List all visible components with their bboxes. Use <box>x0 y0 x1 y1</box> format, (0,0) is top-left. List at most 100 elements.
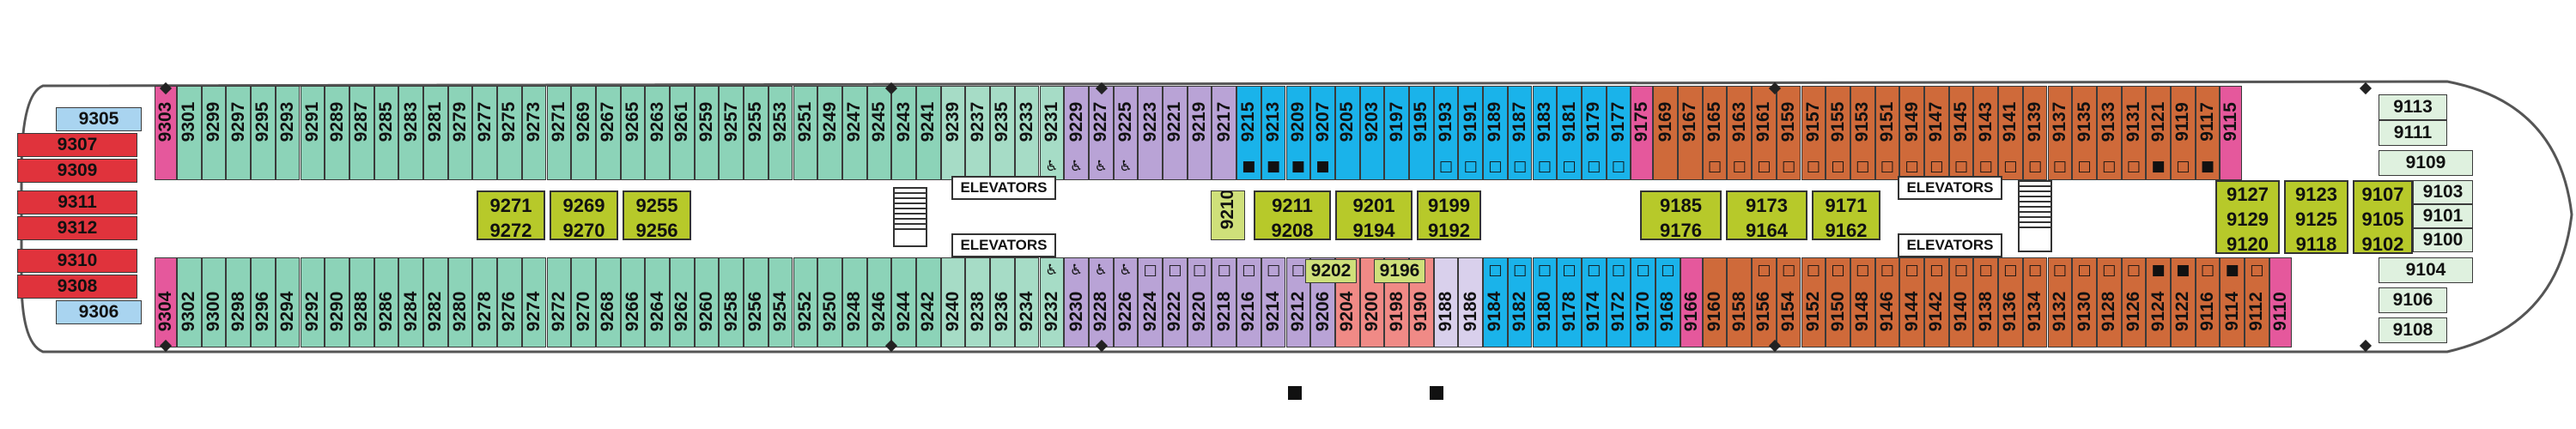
cabin-9255[interactable]: 9255 <box>744 86 769 180</box>
cabin-9115[interactable]: 9115 <box>2220 86 2243 180</box>
cabin-9170[interactable]: 9170□ <box>1631 257 1656 347</box>
cabin-9178[interactable]: 9178□ <box>1557 257 1582 347</box>
cabin-9112[interactable]: 9112□ <box>2245 257 2269 347</box>
cabin-9309[interactable]: 9309 <box>17 159 137 183</box>
cabin-9268[interactable]: 9268 <box>595 257 621 347</box>
cabin-9288[interactable]: 9288 <box>349 257 374 347</box>
cabin-9297[interactable]: 9297 <box>226 86 252 180</box>
cabin-9294[interactable]: 9294 <box>275 257 301 347</box>
cabin-9136[interactable]: 9136□ <box>1998 257 2023 347</box>
cabin-9203[interactable]: 9203 <box>1359 86 1385 180</box>
cabin-9179[interactable]: 9179□ <box>1581 86 1607 180</box>
cabin-9279[interactable]: 9279 <box>447 86 473 180</box>
cabin-9100[interactable]: 9100 <box>2413 228 2473 252</box>
cabin-9256[interactable]: 9256 <box>744 257 769 347</box>
cabin-9229[interactable]: 9229♿ <box>1064 86 1089 180</box>
cabin-9157[interactable]: 9157□ <box>1801 86 1826 180</box>
cabin-9247[interactable]: 9247 <box>841 86 867 180</box>
cabin-9111[interactable]: 9111 <box>2379 120 2447 146</box>
cabin-9306[interactable]: 9306 <box>56 300 142 324</box>
cabin-9205[interactable]: 9205 <box>1334 86 1360 180</box>
cabin-9209[interactable]: 9209■ <box>1285 86 1311 180</box>
cabin-9114[interactable]: 9114■ <box>2220 257 2245 347</box>
cabin-9154[interactable]: 9154□ <box>1776 257 1801 347</box>
cabin-9299[interactable]: 9299 <box>201 86 227 180</box>
cabin-9253[interactable]: 9253 <box>768 86 793 180</box>
cabin-9273[interactable]: 9273 <box>521 86 547 180</box>
cabin-9180[interactable]: 9180□ <box>1532 257 1558 347</box>
cabin-9183[interactable]: 9183□ <box>1532 86 1558 180</box>
cabin-9187[interactable]: 9187□ <box>1507 86 1533 180</box>
cabin-9266[interactable]: 9266 <box>620 257 646 347</box>
cabin-9108[interactable]: 9108 <box>2379 317 2447 343</box>
cabin-9239[interactable]: 9239 <box>940 86 966 180</box>
cabin-9303[interactable]: 9303 <box>155 86 177 180</box>
cabin-9167[interactable]: 9167 <box>1678 86 1703 180</box>
cabin-9254[interactable]: 9254 <box>768 257 793 347</box>
cabin-9274[interactable]: 9274 <box>521 257 547 347</box>
cabin-9193[interactable]: 9193□ <box>1433 86 1459 180</box>
cabin-9124[interactable]: 9124■ <box>2146 257 2171 347</box>
cabin-9216[interactable]: 9216□ <box>1236 257 1261 347</box>
cabin-9267[interactable]: 9267 <box>595 86 621 180</box>
cabin-9251[interactable]: 9251 <box>793 86 818 180</box>
cabin-9215[interactable]: 9215■ <box>1236 86 1261 180</box>
cabin-9302[interactable]: 9302 <box>177 257 202 347</box>
cabin-9308[interactable]: 9308 <box>17 275 137 299</box>
cabin-9259[interactable]: 9259 <box>694 86 720 180</box>
cabin-9221[interactable]: 9221 <box>1163 86 1188 180</box>
cabin-9197[interactable]: 9197 <box>1384 86 1409 180</box>
cabin-9132[interactable]: 9132□ <box>2047 257 2073 347</box>
cabin-9116[interactable]: 9116□ <box>2195 257 2221 347</box>
cabin-9158[interactable]: 9158 <box>1727 257 1753 347</box>
cabin-9121[interactable]: 9121■ <box>2146 86 2171 180</box>
cabin-9300[interactable]: 9300 <box>201 257 227 347</box>
cabin-9159[interactable]: 9159□ <box>1776 86 1801 180</box>
cabin-9287[interactable]: 9287 <box>349 86 374 180</box>
cabin-9133[interactable]: 9133□ <box>2096 86 2122 180</box>
cabin-9277[interactable]: 9277 <box>472 86 498 180</box>
cabin-9117[interactable]: 9117■ <box>2195 86 2221 180</box>
cabin-9260[interactable]: 9260 <box>694 257 720 347</box>
cabin-9261[interactable]: 9261 <box>670 86 695 180</box>
cabin-9242[interactable]: 9242 <box>916 257 941 347</box>
cabin-9246[interactable]: 9246 <box>866 257 892 347</box>
cabin-9230[interactable]: 9230♿ <box>1064 257 1089 347</box>
cabin-9143[interactable]: 9143□ <box>1973 86 1999 180</box>
cabin-9184[interactable]: 9184□ <box>1483 257 1508 347</box>
cabin-9290[interactable]: 9290 <box>325 257 349 347</box>
cabin-9244[interactable]: 9244 <box>891 257 916 347</box>
cabin-9182[interactable]: 9182□ <box>1507 257 1533 347</box>
cabin-9280[interactable]: 9280 <box>447 257 473 347</box>
cabin-9304[interactable]: 9304 <box>155 257 177 347</box>
cabin-9224[interactable]: 9224□ <box>1138 257 1163 347</box>
cabin-9138[interactable]: 9138□ <box>1973 257 1999 347</box>
cabin-9225[interactable]: 9225♿ <box>1113 86 1139 180</box>
cabin-9298[interactable]: 9298 <box>226 257 252 347</box>
cabin-9169[interactable]: 9169 <box>1653 86 1678 180</box>
cabin-9155[interactable]: 9155□ <box>1826 86 1850 180</box>
cabin-9130[interactable]: 9130□ <box>2072 257 2097 347</box>
cabin-9214[interactable]: 9214□ <box>1261 257 1286 347</box>
cabin-9163[interactable]: 9163□ <box>1727 86 1753 180</box>
cabin-9137[interactable]: 9137□ <box>2047 86 2073 180</box>
cabin-9248[interactable]: 9248 <box>841 257 867 347</box>
cabin-9186[interactable]: 9186 <box>1458 257 1484 347</box>
cabin-9135[interactable]: 9135□ <box>2072 86 2097 180</box>
cabin-9285[interactable]: 9285 <box>374 86 399 180</box>
cabin-9292[interactable]: 9292 <box>300 257 325 347</box>
cabin-9238[interactable]: 9238 <box>965 257 991 347</box>
cabin-9223[interactable]: 9223 <box>1138 86 1163 180</box>
cabin-9106[interactable]: 9106 <box>2379 287 2447 313</box>
cabin-9222[interactable]: 9222□ <box>1163 257 1188 347</box>
cabin-9175[interactable]: 9175 <box>1631 86 1654 180</box>
cabin-9281[interactable]: 9281 <box>423 86 448 180</box>
cabin-9150[interactable]: 9150□ <box>1826 257 1850 347</box>
